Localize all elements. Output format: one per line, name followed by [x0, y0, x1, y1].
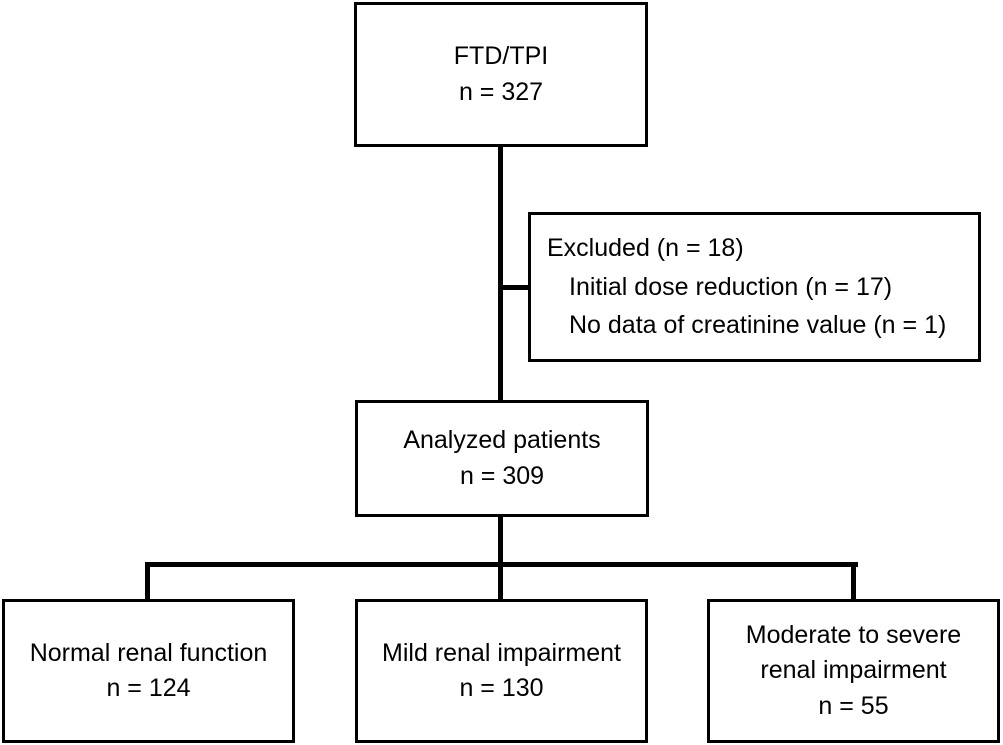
node-excluded-title: Excluded (n = 18)	[547, 233, 744, 262]
node-moderate-severe-renal-impairment: Moderate to severe renal impairment n = …	[707, 599, 1000, 743]
node-mild-count: n = 130	[459, 674, 544, 702]
node-analyzed-count: n = 309	[459, 461, 545, 490]
connector-analyzed-to-split	[498, 515, 503, 567]
node-mild-title: Mild renal impairment	[382, 638, 621, 667]
node-moderate-title-line1: Moderate to severe	[745, 620, 962, 649]
node-source-count: n = 327	[458, 77, 544, 106]
node-analyzed-patients: Analyzed patients n = 309	[355, 400, 649, 517]
node-source-cohort: FTD/TPI n = 327	[354, 2, 648, 147]
node-mild-renal-impairment: Mild renal impairment n = 130	[355, 599, 648, 743]
node-source-title: FTD/TPI	[453, 42, 549, 70]
node-normal-title: Normal renal function	[29, 638, 268, 667]
node-normal-renal-function: Normal renal function n = 124	[2, 599, 295, 743]
node-moderate-title-line2: renal impairment	[760, 656, 947, 685]
connector-split-bar	[148, 562, 858, 567]
node-moderate-count: n = 55	[818, 691, 889, 720]
node-excluded: Excluded (n = 18) Initial dose reduction…	[528, 212, 981, 362]
connector-drop-mild	[498, 562, 503, 602]
node-analyzed-title: Analyzed patients	[403, 426, 601, 454]
connector-drop-moderate	[851, 562, 856, 602]
connector-to-excluded	[498, 285, 532, 290]
connector-drop-normal	[145, 562, 150, 602]
node-excluded-reason-dose-reduction: Initial dose reduction (n = 17)	[569, 272, 893, 301]
node-excluded-reason-no-creatinine: No data of creatinine value (n = 1)	[569, 311, 947, 340]
node-normal-count: n = 124	[106, 674, 191, 702]
connector-source-to-analyzed	[498, 145, 503, 402]
